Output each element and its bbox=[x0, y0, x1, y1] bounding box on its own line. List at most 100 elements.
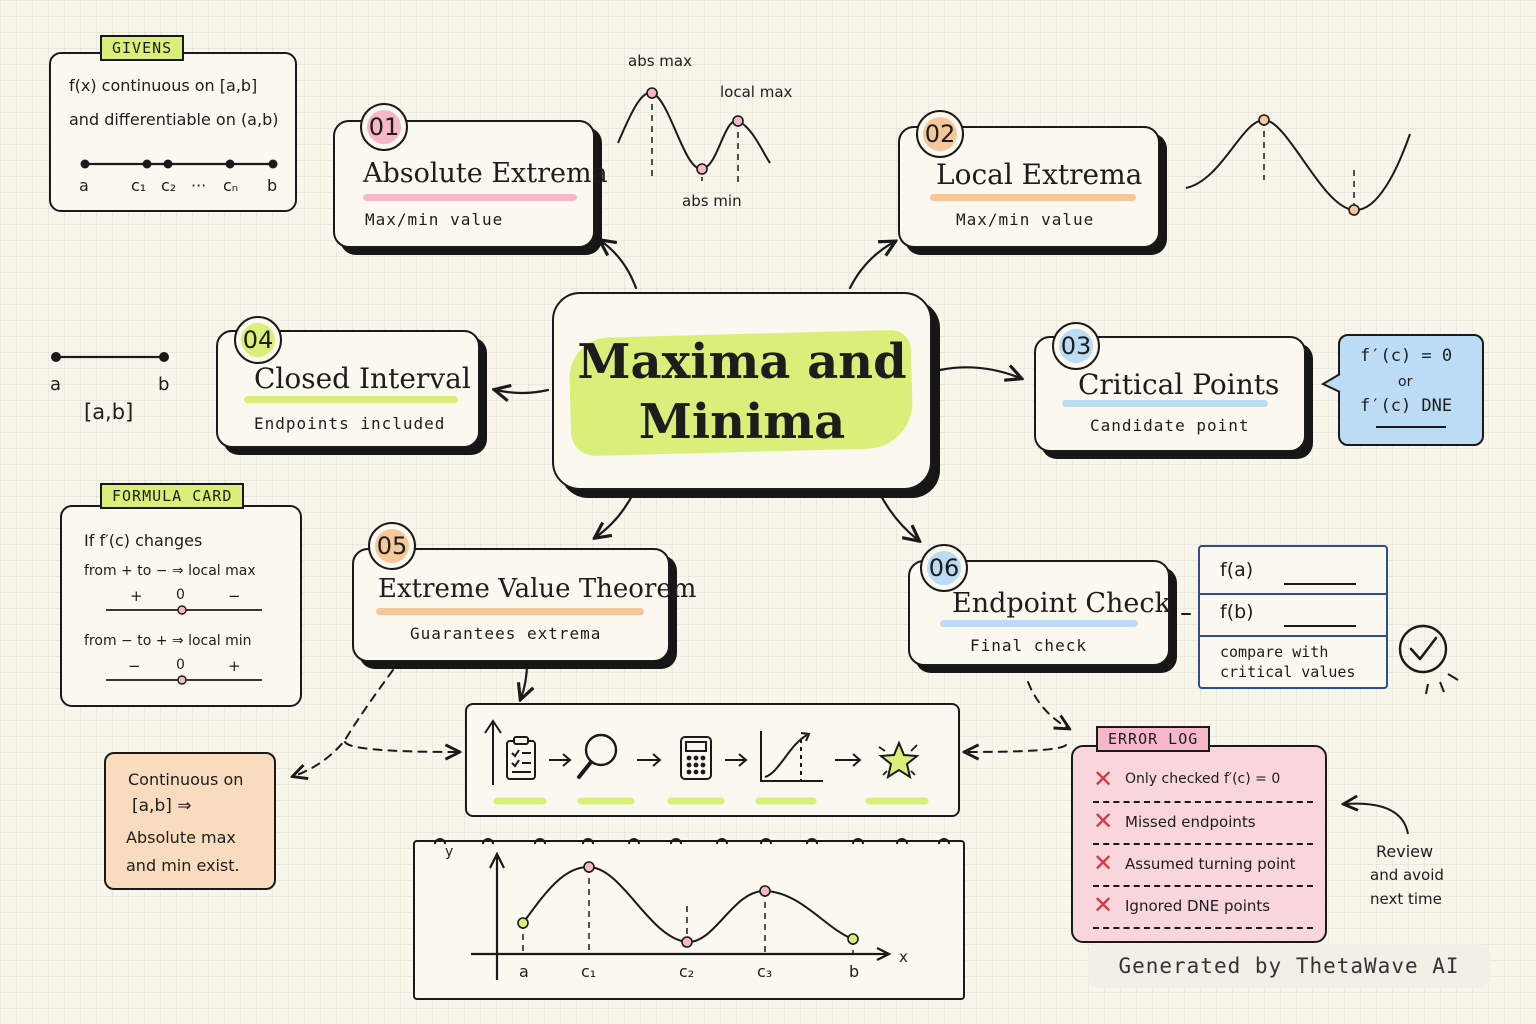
error-log-card: ✕ Only checked f′(c) = 0 ✕ Missed endpoi… bbox=[1071, 745, 1327, 943]
footer-credit: Generated by ThetaWave AI bbox=[1088, 944, 1490, 988]
arrow-to-closed-interval bbox=[496, 390, 550, 393]
notebook-x-label: x bbox=[899, 948, 908, 966]
sign-chart-min bbox=[106, 675, 262, 685]
evt-note-line-4: and min exist. bbox=[126, 856, 240, 875]
extrema-sketch bbox=[617, 87, 771, 185]
arrow-review-to-errors bbox=[1345, 804, 1409, 835]
x-icon: ✕ bbox=[1093, 849, 1114, 877]
formula-line-1: If f′(c) changes bbox=[84, 531, 203, 550]
endpoint-fa-blank bbox=[1284, 583, 1356, 585]
label-abs-max: abs max bbox=[628, 52, 692, 70]
evt-note-line-3: Absolute max bbox=[126, 828, 236, 847]
error-item-4: ✕ Ignored DNE points bbox=[1093, 891, 1313, 929]
node-title: Closed Interval bbox=[254, 362, 471, 395]
sign-max-minus: − bbox=[228, 587, 241, 605]
endpoint-note-line-1: compare with bbox=[1220, 643, 1329, 661]
label-abs-min: abs min bbox=[682, 192, 742, 210]
error-log-tag: ERROR LOG bbox=[1096, 726, 1211, 752]
tick-cn: cₙ bbox=[223, 176, 239, 195]
tick-c1: c₁ bbox=[131, 176, 147, 195]
review-line-1: Review bbox=[1376, 842, 1434, 861]
error-item-text: Missed endpoints bbox=[1125, 813, 1256, 831]
arrow-to-absolute-extrema bbox=[601, 241, 638, 290]
node-number-06: 06 bbox=[920, 544, 968, 592]
notebook-label-c3: c₃ bbox=[757, 962, 773, 981]
underline-green bbox=[244, 396, 458, 403]
underline-orange bbox=[930, 194, 1136, 201]
formula-line-2: from + to − ⇒ local max bbox=[84, 563, 256, 579]
node-title: Local Extrema bbox=[936, 158, 1143, 191]
tick-a: a bbox=[79, 176, 89, 195]
arrow-to-endpoint-check bbox=[878, 492, 918, 540]
central-topic-card: Maxima and Minima bbox=[552, 292, 932, 490]
note-pointer bbox=[1320, 373, 1341, 393]
evt-note: Continuous on [a,b] ⇒ Absolute max and m… bbox=[104, 752, 276, 890]
givens-line-1: f(x) continuous on [a,b] bbox=[69, 76, 258, 95]
node-number-01: 01 bbox=[360, 103, 408, 151]
notebook-y-label: y bbox=[445, 844, 454, 860]
endpoint-note-line-2: critical values bbox=[1220, 663, 1356, 681]
central-title-line-2: Minima bbox=[638, 394, 846, 450]
tick-dots: ··· bbox=[191, 176, 207, 195]
notebook-label-c1: c₁ bbox=[581, 962, 597, 981]
node-number-02: 02 bbox=[916, 110, 964, 158]
dashed-arrow-to-process bbox=[344, 741, 458, 752]
formula-card: If f′(c) changes from + to − ⇒ local max… bbox=[60, 505, 302, 707]
x-icon: ✕ bbox=[1093, 891, 1114, 919]
endpoint-fa: f(a) bbox=[1220, 559, 1254, 581]
graph-icon bbox=[760, 731, 823, 782]
critical-note-line-1: f′(c) = 0 bbox=[1360, 346, 1453, 366]
node-number-04: 04 bbox=[234, 316, 282, 364]
evt-note-line-1: Continuous on bbox=[128, 770, 244, 789]
formula-line-3: from − to + ⇒ local min bbox=[84, 633, 252, 649]
node-subtitle: Endpoints included bbox=[254, 414, 446, 433]
critical-note-line-2: or bbox=[1398, 374, 1413, 390]
critical-note-line-3: f′(c) DNE bbox=[1360, 396, 1453, 416]
sign-max-zero: 0 bbox=[176, 587, 185, 603]
notebook-label-c2: c₂ bbox=[679, 962, 695, 981]
givens-number-line bbox=[80, 159, 278, 169]
tick-b: b bbox=[267, 176, 278, 195]
underline-blue bbox=[1062, 400, 1268, 407]
interval-label-a: a bbox=[50, 374, 62, 395]
dashed-arrow-endpoint-to-errors bbox=[1027, 681, 1068, 728]
tick-c2: c₂ bbox=[161, 176, 177, 195]
node-subtitle: Max/min value bbox=[365, 210, 504, 229]
sign-min-plus: + bbox=[228, 657, 241, 675]
node-subtitle: Final check bbox=[970, 636, 1087, 655]
endpoint-rule-1 bbox=[1200, 593, 1386, 595]
givens-tag: GIVENS bbox=[100, 35, 185, 61]
checkmark-icon bbox=[1398, 624, 1459, 695]
x-icon: ✕ bbox=[1093, 807, 1114, 835]
error-item-text: Assumed turning point bbox=[1125, 855, 1296, 873]
clipboard-icon bbox=[506, 736, 536, 780]
process-strip bbox=[465, 703, 960, 817]
dashed-arrow-errors-to-process bbox=[966, 745, 1067, 752]
givens-card: f(x) continuous on [a,b] and differentia… bbox=[49, 52, 297, 212]
process-icons bbox=[484, 719, 929, 805]
central-title-line-1: Maxima and bbox=[577, 334, 907, 390]
node-title: Extreme Value Theorem bbox=[378, 574, 697, 604]
underline-pink bbox=[363, 194, 577, 201]
critical-note-rule bbox=[1376, 426, 1446, 428]
label-local-max: local max bbox=[720, 83, 793, 101]
node-subtitle: Max/min value bbox=[956, 210, 1095, 229]
node-extreme-value-theorem[interactable]: Extreme Value Theorem Guarantees extrema bbox=[352, 548, 696, 662]
node-title: Critical Points bbox=[1078, 368, 1280, 401]
underline-orange-evt bbox=[376, 608, 644, 615]
sign-min-zero: 0 bbox=[176, 657, 185, 673]
magnifier-icon bbox=[577, 733, 618, 779]
arrow-to-local-extrema bbox=[848, 242, 894, 290]
error-item-2: ✕ Missed endpoints bbox=[1093, 807, 1313, 845]
error-item-3: ✕ Assumed turning point bbox=[1093, 849, 1313, 887]
interval-label-b: b bbox=[158, 374, 170, 395]
review-line-3: next time bbox=[1370, 890, 1442, 908]
interval-bracket-label: [a,b] bbox=[84, 400, 134, 424]
x-icon: ✕ bbox=[1093, 765, 1114, 793]
notebook-label-a: a bbox=[519, 962, 529, 981]
local-extrema-sketch bbox=[1185, 114, 1411, 216]
notebook-graph-svg bbox=[434, 838, 950, 980]
node-subtitle: Candidate point bbox=[1090, 416, 1250, 435]
sign-max-plus: + bbox=[130, 587, 143, 605]
